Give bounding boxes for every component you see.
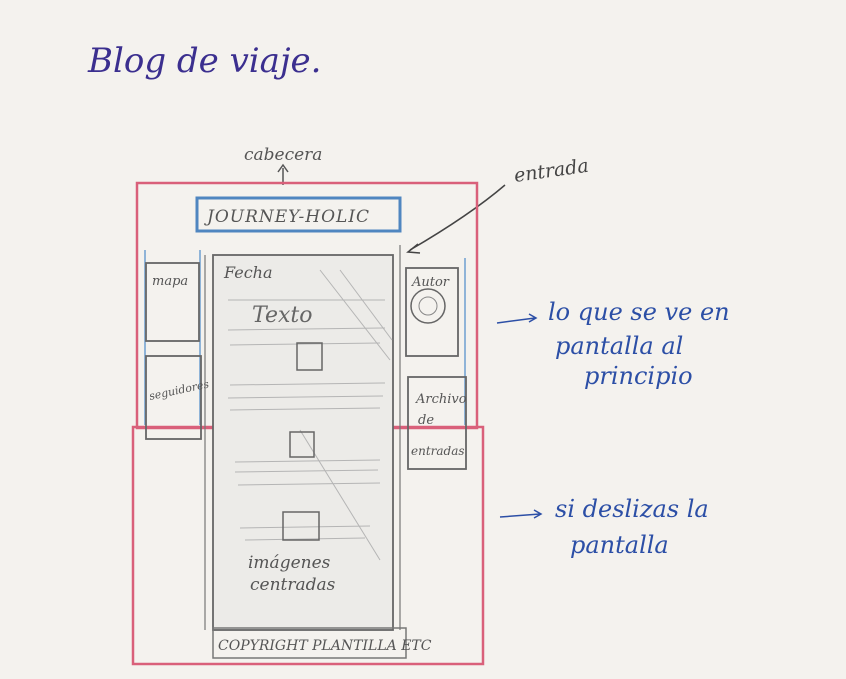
scroll-note-line1: si deslizas la [555,495,709,523]
texto-label: Texto [252,303,312,328]
archivo-label-line2: de [418,413,434,428]
autor-avatar [410,288,446,324]
fecha-label: Fecha [223,263,273,282]
seguidores-box [145,355,202,440]
screen-note-line3: principio [584,362,693,390]
cabecera-arrow-head [277,163,289,173]
entry-image-placeholder-1 [296,342,323,371]
autor-avatar-inner [418,296,438,316]
screen-note-line2: pantalla al [555,332,683,360]
archivo-label-line1: Archivo [415,392,467,407]
imagenes-label-line1: imágenes [248,553,331,573]
archivo-box [407,376,467,470]
footer-text: COPYRIGHT PLANTILLA ETC [218,638,432,654]
mapa-label: mapa [152,274,188,289]
header-logo-text: JOURNEY-HOLIC [204,207,370,227]
mapa-box [145,262,200,342]
entry-image-placeholder-3 [282,511,320,541]
header-logo-box [195,196,402,233]
entry-image-placeholder-2 [289,431,315,458]
archivo-label-line3: entradas [411,444,465,458]
scroll-note-line2: pantalla [570,531,669,559]
entry-column [212,254,394,631]
sketch-title: Blog de viaje. [87,41,321,81]
screen-note-arrow [496,317,536,324]
screen-note-arrow-head [528,313,538,323]
cabecera-label: cabecera [244,145,322,165]
entrada-arrow [409,184,506,251]
footer-box [212,627,407,659]
autor-box [405,267,459,357]
scroll-note-arrow-head [533,509,543,519]
autor-label: Autor [411,275,450,290]
scroll-note-arrow [499,513,541,518]
screen-note-line1: lo que se ve en [548,298,730,326]
imagenes-label-line2: centradas [250,575,336,595]
entrada-arrow-head [406,243,421,254]
